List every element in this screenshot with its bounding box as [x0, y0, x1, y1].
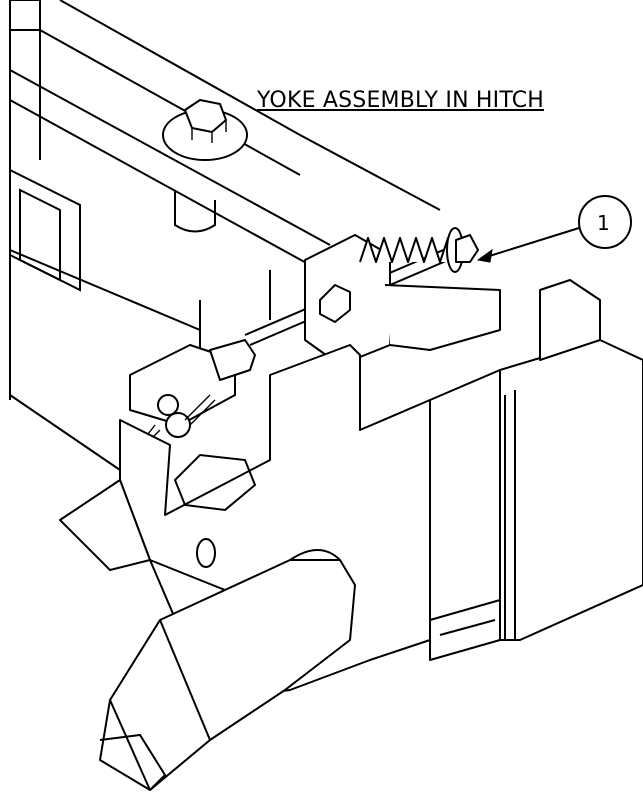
- rod-nut: [319, 284, 351, 323]
- yoke-clevis: [129, 339, 256, 441]
- spring-coil: [359, 227, 479, 273]
- callout-1: 1: [476, 195, 632, 263]
- hitch-bracket: [429, 279, 643, 661]
- callout-circle: [578, 195, 632, 249]
- drawing-title: YOKE ASSEMBLY IN HITCH: [257, 88, 545, 113]
- hitch-jaw: [99, 549, 356, 791]
- leader-arrowhead: [476, 248, 493, 263]
- hitch-frame: [9, 0, 441, 471]
- callout-number: 1: [597, 211, 610, 235]
- bolt-head: [162, 99, 248, 161]
- leader-line: [482, 227, 580, 259]
